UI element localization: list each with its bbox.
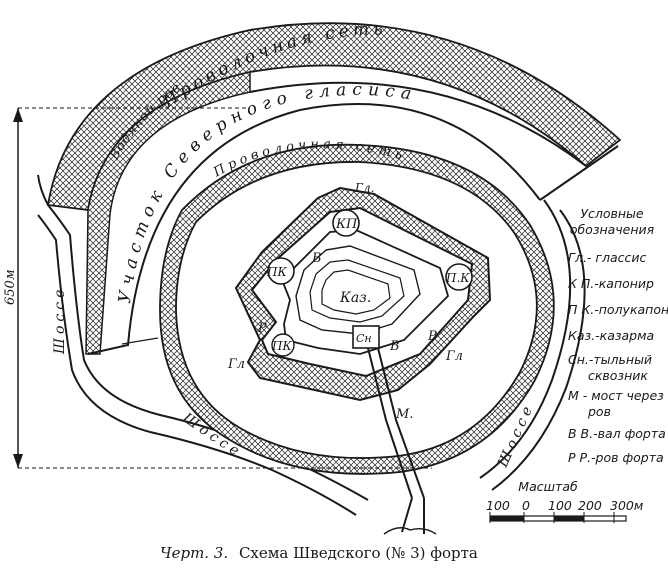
inner-wire-fence — [159, 143, 555, 475]
r-right-label: Р — [427, 329, 437, 344]
m-label: М. — [395, 407, 413, 422]
kp-label: КП — [335, 217, 358, 232]
dimension-650 — [13, 107, 432, 469]
north-glacis-section — [87, 81, 619, 355]
pk-right-label: П.К — [445, 271, 470, 285]
legend-item-rr: Р Р.-ров форта — [568, 450, 664, 465]
legend-item-vv: В В.-вал форта — [568, 426, 666, 441]
v-top-label: В — [311, 251, 322, 266]
scale-tick-200: 200 — [578, 498, 602, 513]
scale-bar: Масштаб 100 0 100 200 300м — [486, 479, 643, 523]
pk-lower-circle — [271, 333, 295, 357]
bridge — [367, 347, 437, 535]
legend-item-gl: Гл.- глассис — [568, 250, 646, 265]
legend-item-sn-line-2: сквозник — [588, 368, 648, 383]
gl-left-label: Гл — [227, 357, 245, 372]
fort-inner-rampart — [280, 229, 450, 355]
scale-tick-0: 0 — [522, 498, 530, 513]
legend-item-m-line-1: М - мост через — [568, 388, 664, 403]
scale-tick-100: 100 — [548, 498, 572, 513]
fort-rampart — [250, 206, 474, 378]
caption-label: Черт. 3. — [160, 544, 228, 562]
caption-title: Схема Шведского (№ 3) форта — [239, 544, 478, 562]
gl-top-label: Гл. — [354, 181, 374, 195]
fort — [234, 186, 492, 402]
figure-caption: Черт. 3. Схема Шведского (№ 3) форта — [160, 544, 478, 562]
road-left-label: Шоссе — [52, 286, 68, 355]
legend-title-line-1: Условные — [580, 206, 644, 221]
legend-item-m-line-2: ров — [587, 404, 611, 419]
kaz-outline-2 — [309, 259, 405, 323]
legend-item-sn-line-1: Сн.-тыльный — [568, 352, 652, 367]
scale-tick-100-left: 100 — [486, 498, 510, 513]
v-bottom-label: В — [389, 339, 400, 354]
pk-left-label: ПК — [266, 265, 287, 279]
pk-right-circle — [445, 263, 473, 291]
legend-item-kaz: Каз.-казарма — [568, 328, 654, 343]
kaz-label: Каз. — [339, 290, 371, 306]
sn-rear-passage — [352, 325, 380, 349]
r-left-label: Р — [257, 321, 267, 336]
legend-title-line-2: обозначения — [570, 222, 655, 237]
legend-item-pk: П К.-полукапонир — [568, 302, 668, 317]
legend: Условные обозначения Гл.- глассис К П.-к… — [568, 206, 668, 465]
outer-wire-fence — [46, 22, 622, 212]
pk-left-circle — [267, 257, 295, 285]
legend-item-kp: К П.-капонир — [568, 276, 654, 291]
sn-label: Сн — [356, 332, 372, 345]
dimension-label: 650м — [3, 269, 18, 305]
water-moat — [85, 71, 251, 355]
pk-lower-label: ПК — [271, 339, 292, 353]
scale-title: Масштаб — [518, 479, 578, 494]
gl-right-label: Гл — [445, 349, 463, 364]
kaz-outline-3 — [321, 269, 391, 315]
kp-circle — [332, 209, 360, 237]
scale-tick-300: 300м — [610, 498, 643, 513]
